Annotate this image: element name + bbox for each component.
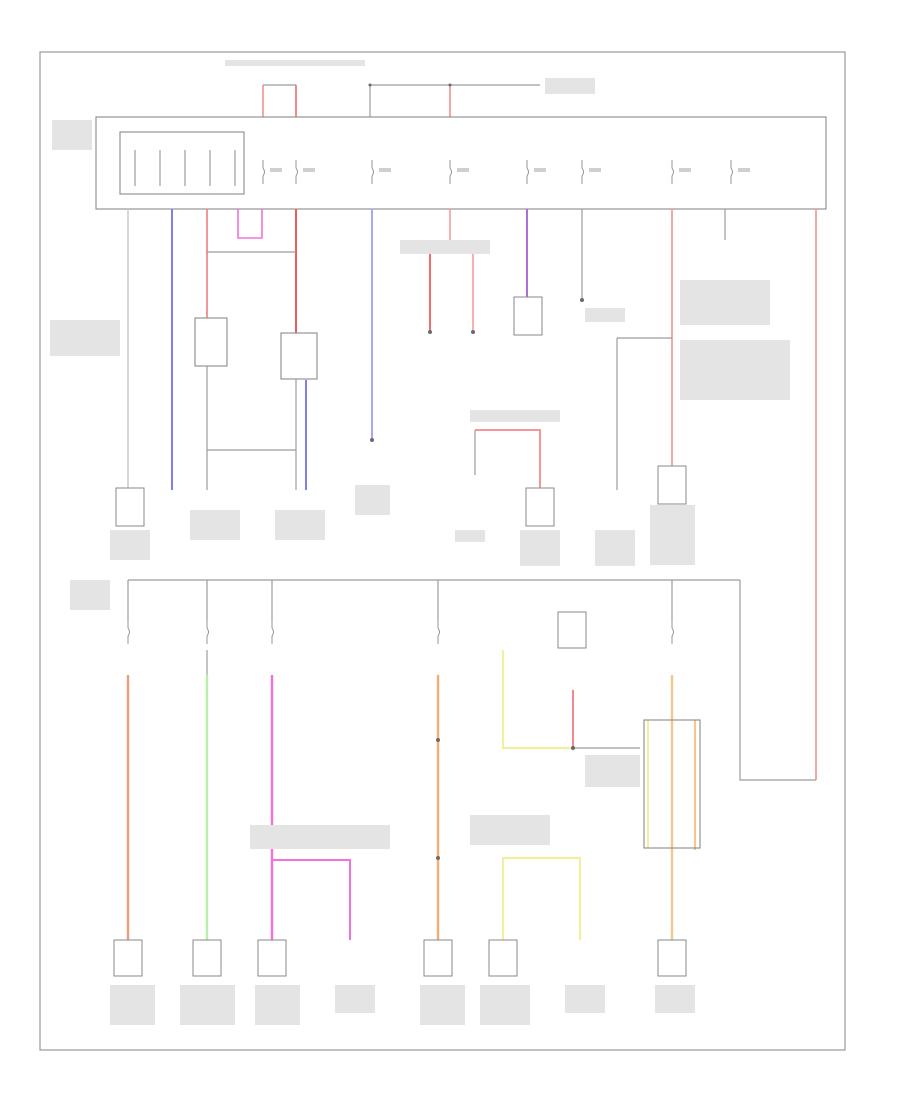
relay-box-mid <box>280 332 318 380</box>
fuse-symbol <box>271 620 274 644</box>
fuse-label-mark <box>679 168 691 172</box>
splice-dot <box>436 738 440 742</box>
ground-point <box>428 330 432 334</box>
ground-point <box>580 298 584 302</box>
fuse-label-mark <box>738 168 750 172</box>
fuse-symbol <box>437 620 440 644</box>
fuse-symbol <box>127 620 130 644</box>
relay-box-left <box>194 317 228 367</box>
fuse-symbol <box>206 620 209 644</box>
splice-box-right <box>643 719 701 849</box>
component-bottom-5 <box>488 939 518 977</box>
fuse-label-mark <box>457 168 469 172</box>
fuse-symbol <box>581 160 584 184</box>
wire-yellow <box>501 650 573 750</box>
fuse-label-mark <box>270 168 282 172</box>
component-mid-2 <box>525 487 555 527</box>
component-mid-1 <box>513 296 543 336</box>
component-bottom-6 <box>657 939 687 977</box>
junction-dot <box>448 83 452 87</box>
component-right-1 <box>657 465 687 505</box>
component-bottom-1 <box>113 939 143 977</box>
top-fuse-labels <box>270 168 750 172</box>
top-fuse-row <box>262 160 733 184</box>
component-bottom-3 <box>257 939 287 977</box>
ground-point <box>370 438 374 442</box>
wire-magenta-branch <box>272 859 351 940</box>
relay-housing <box>119 131 245 195</box>
fuse-label-mark <box>303 168 315 172</box>
component-left-1 <box>115 487 145 527</box>
splice-dot <box>436 856 440 860</box>
fuse-symbol <box>730 160 733 184</box>
fuse-symbol <box>449 160 452 184</box>
fuse-symbol <box>262 160 265 184</box>
relay-switch-contacts <box>134 150 236 186</box>
component-bottom-4 <box>423 939 453 977</box>
fuse-label-mark <box>534 168 546 172</box>
fuse-symbol <box>371 160 374 184</box>
splice-dot <box>571 746 575 750</box>
fuse-symbol <box>526 160 529 184</box>
wire-gray-return <box>739 580 816 781</box>
fuse-label-mark <box>379 168 391 172</box>
fuse-symbol <box>671 160 674 184</box>
component-bottom-2 <box>192 939 222 977</box>
bottom-fuse-row <box>127 620 674 644</box>
ground-point <box>471 330 475 334</box>
fuse-symbol <box>295 160 298 184</box>
wire-pink-junction <box>475 429 541 490</box>
junction-dot <box>368 83 372 87</box>
fuse-label-mark <box>589 168 601 172</box>
annotation-blocks <box>50 60 790 1025</box>
wire-yellow-lower <box>501 856 582 940</box>
wire-magenta-loop <box>237 209 263 239</box>
diagram-frame <box>39 51 846 1051</box>
component-top-connector <box>557 611 587 649</box>
fuse-symbol <box>671 620 674 644</box>
